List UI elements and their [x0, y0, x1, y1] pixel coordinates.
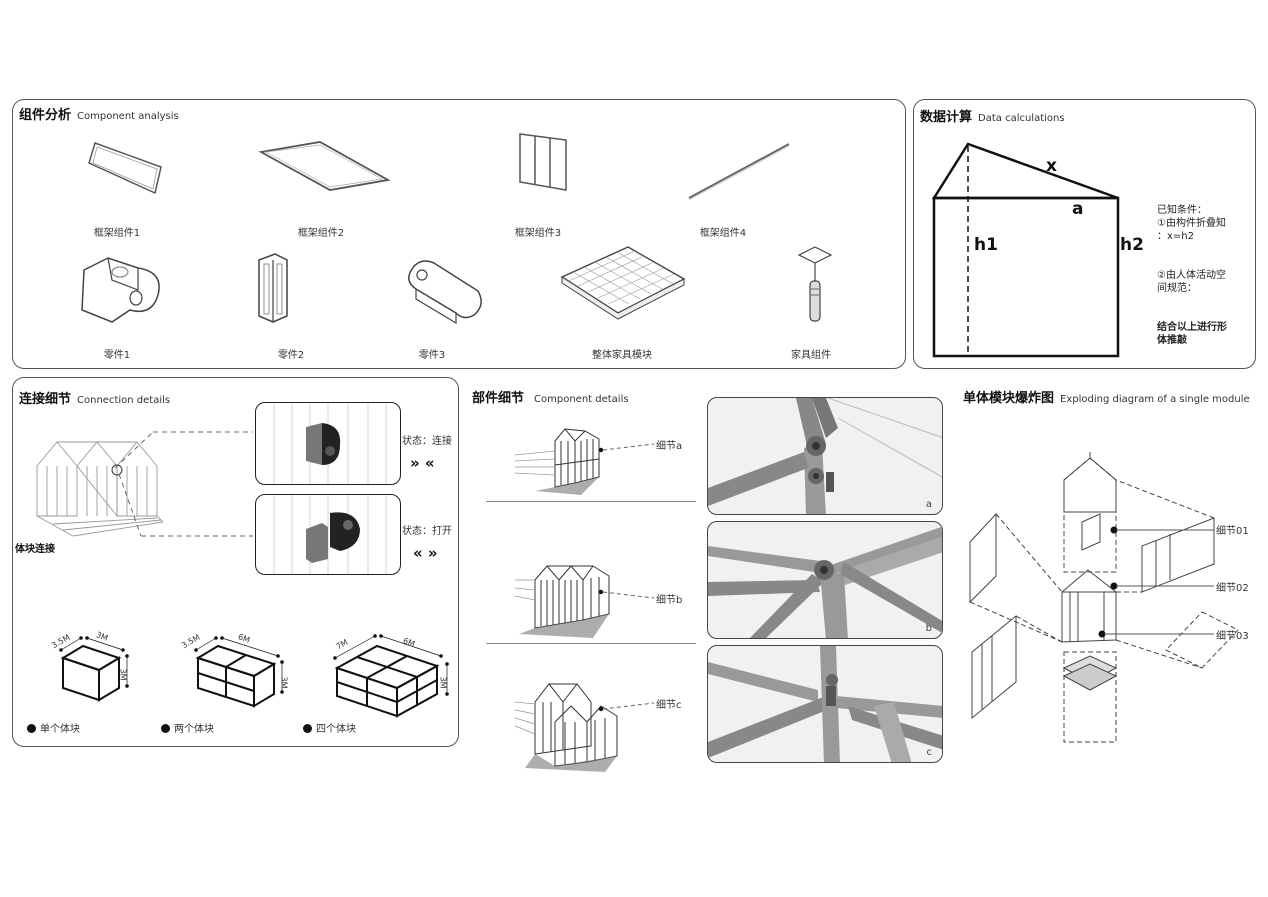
detail-a-joint-render — [708, 398, 942, 514]
component-label: 框架组件2 — [297, 228, 345, 239]
title-cn: 组件分析 — [19, 108, 72, 123]
part-2-illustration — [258, 253, 288, 323]
connected-state-box — [255, 402, 401, 485]
arrows-open: « » — [413, 544, 438, 562]
title-en: Component analysis — [77, 111, 179, 122]
note-known: 已知条件： — [1157, 205, 1207, 216]
bullet-dot — [161, 724, 170, 733]
detail-b-photo: b — [707, 521, 943, 639]
detail-a-photo: a — [707, 397, 943, 515]
title-cn: 部件细节 — [472, 391, 525, 406]
part-3-illustration — [408, 260, 482, 325]
bullet-dot — [27, 724, 36, 733]
detail-c-photo: c — [707, 645, 943, 763]
exploded-detail-02-label: 细节02 — [1216, 583, 1249, 594]
component-analysis-panel: 组件分析 Component analysis 框架组件1 框架组件2 框架组件3… — [12, 99, 906, 369]
component-label: 框架组件4 — [699, 228, 747, 239]
note-cond1b: ：x=h2 — [1157, 231, 1194, 242]
cube-label-two: 两个体块 — [161, 720, 214, 735]
exploded-diagram-title: 单体模块爆炸图 Exploding diagram of a single mod… — [963, 387, 1250, 406]
title-cn: 连接细节 — [19, 392, 72, 407]
open-state-box — [255, 494, 401, 575]
detail-b-joint-render — [708, 526, 942, 638]
calc-notes: 已知条件： ①由构件折叠知 ：x=h2 ②由人体活动空 间规范： 结合以上进行形… — [1157, 204, 1253, 347]
title-en: Component details — [534, 394, 629, 405]
title-en: Exploding diagram of a single module — [1060, 394, 1250, 405]
single-block-cube — [59, 636, 129, 702]
title-en: Connection details — [77, 395, 171, 406]
separator-line — [486, 501, 696, 502]
connected-joint-illustration — [273, 403, 387, 484]
label-x: x — [1046, 156, 1057, 176]
component-label: 框架组件1 — [93, 228, 141, 239]
component-label: 零件2 — [277, 350, 305, 361]
connection-details-panel: 连接细节 Connection details 体块连接 — [12, 377, 459, 747]
furniture-module-illustration — [560, 246, 686, 320]
title-cn: 数据计算 — [920, 110, 973, 125]
furniture-component-illustration — [797, 246, 833, 322]
bullet-dot — [303, 724, 312, 733]
arrows-connected: » « — [410, 454, 435, 472]
title-en: Data calculations — [978, 113, 1065, 124]
dim-label: 3M — [118, 668, 128, 681]
exploded-module-illustration — [969, 452, 1239, 743]
connection-details-title: 连接细节 Connection details — [19, 388, 170, 407]
detail-b-leader — [598, 589, 655, 599]
frame-component-3-illustration — [519, 133, 567, 191]
frame-component-2-illustration — [258, 141, 391, 191]
note-cond2b: 间规范： — [1157, 283, 1197, 294]
section-diagram — [931, 142, 1120, 358]
component-label: 家具组件 — [791, 350, 831, 361]
note-conclusion1: 结合以上进行形 — [1157, 322, 1227, 333]
label-h1: h1 — [974, 235, 998, 255]
frame-component-1-illustration — [88, 142, 162, 195]
open-joint-illustration — [273, 495, 387, 574]
detail-c-model-illustration — [514, 683, 618, 772]
dim-label: 3M — [279, 676, 289, 689]
dim-label: 3M — [438, 676, 448, 689]
detail-a-leader — [598, 443, 655, 453]
data-calculations-title: 数据计算 Data calculations — [920, 106, 1065, 125]
note-cond2: ②由人体活动空 — [1157, 270, 1226, 281]
detail-c-leader — [598, 702, 655, 712]
two-block-cube — [194, 636, 284, 708]
cube-label-single: 单个体块 — [27, 720, 80, 735]
photo-corner-label: a — [925, 499, 932, 510]
detail-b-model-illustration — [514, 565, 610, 638]
detail-a-label: 细节a — [656, 441, 683, 452]
detail-b-label: 细节b — [656, 595, 683, 606]
component-details-title: 部件细节 Component details — [472, 387, 629, 406]
data-calculations-panel: 数据计算 Data calculations x a h1 h2 已知条件： ①由… — [913, 99, 1256, 369]
greenhouse-block-illustration — [36, 441, 164, 537]
component-label: 框架组件3 — [514, 228, 562, 239]
block-connection-label: 体块连接 — [15, 544, 55, 555]
detail-c-label: 细节c — [656, 700, 682, 711]
title-cn: 单体模块爆炸图 — [963, 391, 1055, 406]
component-analysis-title: 组件分析 Component analysis — [19, 104, 179, 123]
component-label: 整体家具模块 — [592, 350, 652, 361]
cube-label-four: 四个体块 — [303, 720, 356, 735]
separator-line — [486, 643, 696, 644]
detail-a-model-illustration — [514, 428, 600, 495]
photo-corner-label: c — [926, 747, 933, 758]
cube-label-text: 四个体块 — [316, 724, 356, 735]
detail-c-joint-render — [708, 646, 942, 762]
note-conclusion2: 体推敲 — [1157, 335, 1187, 346]
frame-component-4-illustration — [688, 143, 790, 201]
state-connected-label: 状态：连接 — [402, 436, 452, 447]
component-label: 零件1 — [103, 350, 131, 361]
four-block-cube — [333, 634, 449, 718]
photo-corner-label: b — [925, 623, 932, 634]
exploded-detail-01-label: 细节01 — [1216, 526, 1249, 537]
exploded-detail-03-label: 细节03 — [1216, 631, 1249, 642]
component-label: 零件3 — [418, 350, 446, 361]
note-cond1: ①由构件折叠知 — [1157, 218, 1226, 229]
state-open-label: 状态：打开 — [402, 526, 452, 537]
cube-label-text: 单个体块 — [40, 724, 80, 735]
leader-lines — [114, 431, 253, 537]
label-h2: h2 — [1120, 235, 1144, 255]
label-a: a — [1072, 199, 1084, 219]
part-1-illustration — [81, 257, 160, 323]
cube-label-text: 两个体块 — [174, 724, 214, 735]
